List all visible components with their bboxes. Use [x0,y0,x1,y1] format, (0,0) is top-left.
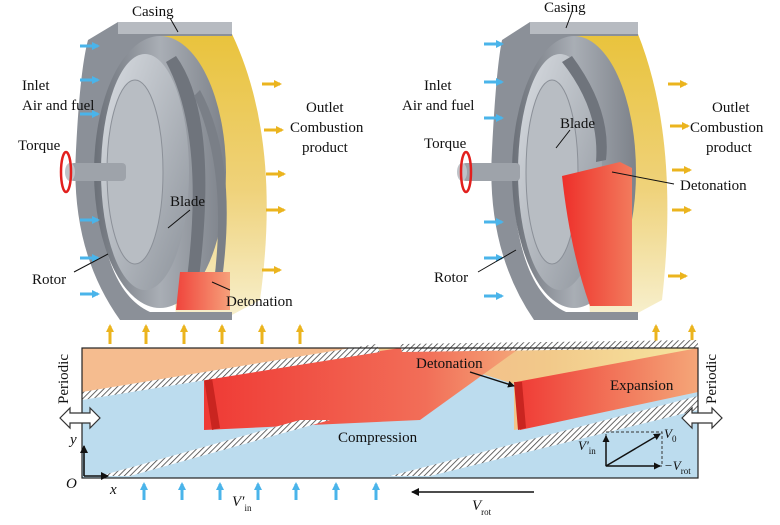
label-air-fuel-right: Air and fuel [402,98,474,114]
label-periodic-right: Periodic [704,354,720,404]
shaft-left [70,163,126,181]
casing-top-left [118,22,232,34]
inlet-arrows-right [484,40,504,300]
shaft-right [462,163,520,181]
blade-wall-lower-2 [390,396,698,476]
label-periodic-left: Periodic [56,354,72,404]
label-rotor-right: Rotor [434,270,468,286]
casing-top-right [530,22,638,34]
inlet-arrows-left [80,42,100,298]
detonation-front-1 [204,378,220,430]
label-inlet-right: Inlet [424,78,452,94]
detonation-zone-right [562,162,632,306]
blade-wall-lower-1 [100,420,330,476]
label-combustion-left: Combustion [290,120,364,136]
engine-right [457,11,692,320]
channel [81,340,699,479]
label-x-axis: x [109,482,117,498]
label-inlet-left: Inlet [22,78,50,94]
label-detonation-channel: Detonation [416,356,483,372]
leader-casing-right [565,11,573,29]
label-origin: O [66,476,77,492]
outlet-arrows-left [262,80,286,274]
leader-blade-left [167,209,191,229]
label-neg-v-rot: −Vrot [664,458,691,476]
label-blade-left: Blade [170,194,205,210]
label-detonation-left: Detonation [226,294,293,310]
label-casing-right: Casing [544,0,586,16]
blade-right [562,56,607,162]
label-v-in-triangle: V′in [578,438,596,456]
detonation-band-2 [516,348,698,430]
label-compression: Compression [338,430,418,446]
label-detonation-right: Detonation [680,178,747,194]
leader-rotor-left [73,253,109,273]
blade-wall-upper-1 [82,344,380,400]
blade-left [166,56,206,300]
label-combustion-right: Combustion [690,120,764,136]
label-product-left: product [302,140,349,156]
detonation-zone-left [176,272,230,310]
engine-left [59,17,286,320]
periodic-arrow-right [681,406,723,430]
blade-left-2 [194,90,227,282]
detonation-band-1 [204,348,520,430]
torque-icon-left [59,150,73,194]
label-air-fuel-left: Air and fuel [22,98,94,114]
leader-rotor-right [477,249,517,273]
label-v-in: V′in [232,494,252,513]
coordinate-axes [80,445,109,480]
label-outlet-right: Outlet [712,100,750,116]
label-expansion: Expansion [610,378,674,394]
label-y-axis: y [68,432,77,448]
casing-left [75,22,232,320]
rotor-hub-right [525,79,579,265]
inlet-arrows-channel [140,482,380,500]
leader-detonation-right [611,171,675,185]
detonation-pointer [469,371,515,388]
periodic-arrow-left [59,406,101,430]
label-torque-right: Torque [424,136,467,152]
label-v-rot: Vrot [472,498,492,517]
casing-right [491,22,638,320]
label-product-right: product [706,140,753,156]
label-outlet-left: Outlet [306,100,344,116]
label-v-zero: V0 [664,426,677,444]
blade-wall-upper-2 [400,340,698,352]
label-rotor-left: Rotor [32,272,66,288]
torque-icon-right [459,150,473,194]
label-casing-left: Casing [132,4,174,20]
outlet-arrows-right [668,80,692,280]
detonation-front-2 [514,382,526,430]
leader-detonation-left [211,281,231,291]
velocity-triangle [602,431,663,470]
leader-blade-right [555,129,571,149]
label-blade-right: Blade [560,116,595,132]
label-torque-left: Torque [18,138,61,154]
leader-casing-left [169,17,179,33]
